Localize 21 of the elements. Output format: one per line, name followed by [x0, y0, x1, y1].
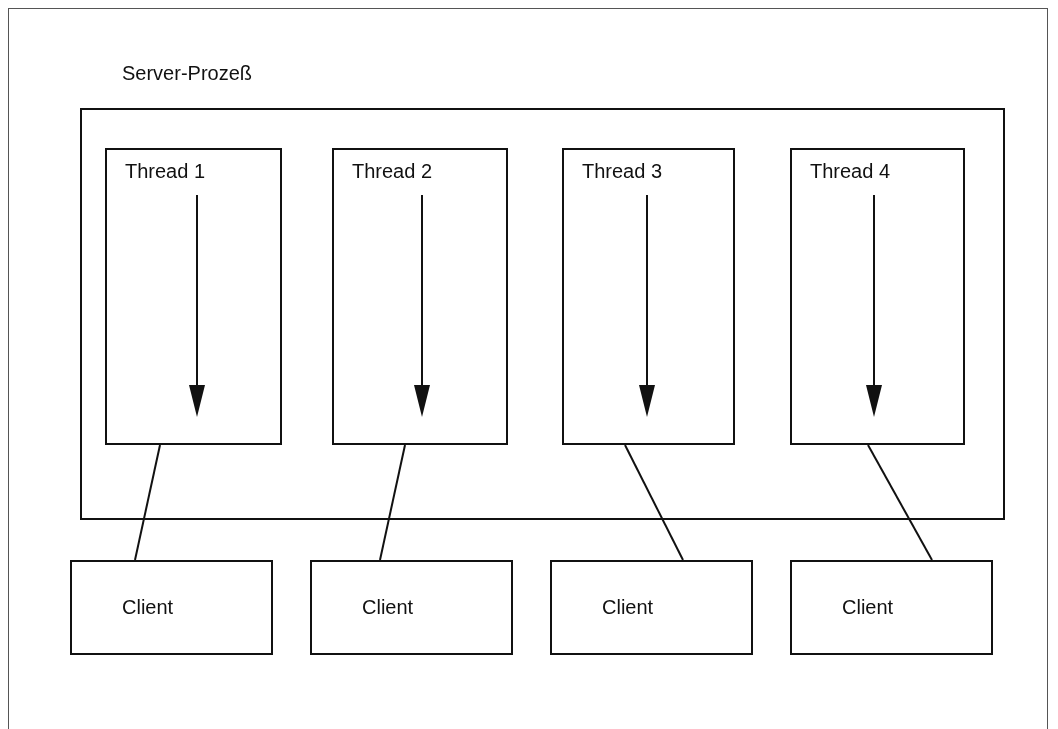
- connector-line: [624, 444, 684, 561]
- thread-box: [790, 148, 965, 445]
- client-label: Client: [602, 596, 654, 619]
- client-box: [550, 560, 753, 655]
- connector-line: [379, 444, 406, 561]
- thread-label: Thread 2: [352, 160, 433, 183]
- client-label: Client: [122, 596, 174, 619]
- thread-label: Thread 1: [125, 160, 206, 183]
- client-box: [790, 560, 993, 655]
- client-label: Client: [362, 596, 414, 619]
- thread-box: [332, 148, 508, 445]
- thread-box: [562, 148, 735, 445]
- client-label: Client: [842, 596, 894, 619]
- thread-label: Thread 4: [810, 160, 891, 183]
- connector-line: [867, 444, 933, 561]
- client-box: [310, 560, 513, 655]
- client-box: [70, 560, 273, 655]
- thread-box: [105, 148, 282, 445]
- process-heading: Server-Prozeß: [122, 62, 253, 85]
- connector-line: [134, 444, 161, 561]
- thread-label: Thread 3: [582, 160, 663, 183]
